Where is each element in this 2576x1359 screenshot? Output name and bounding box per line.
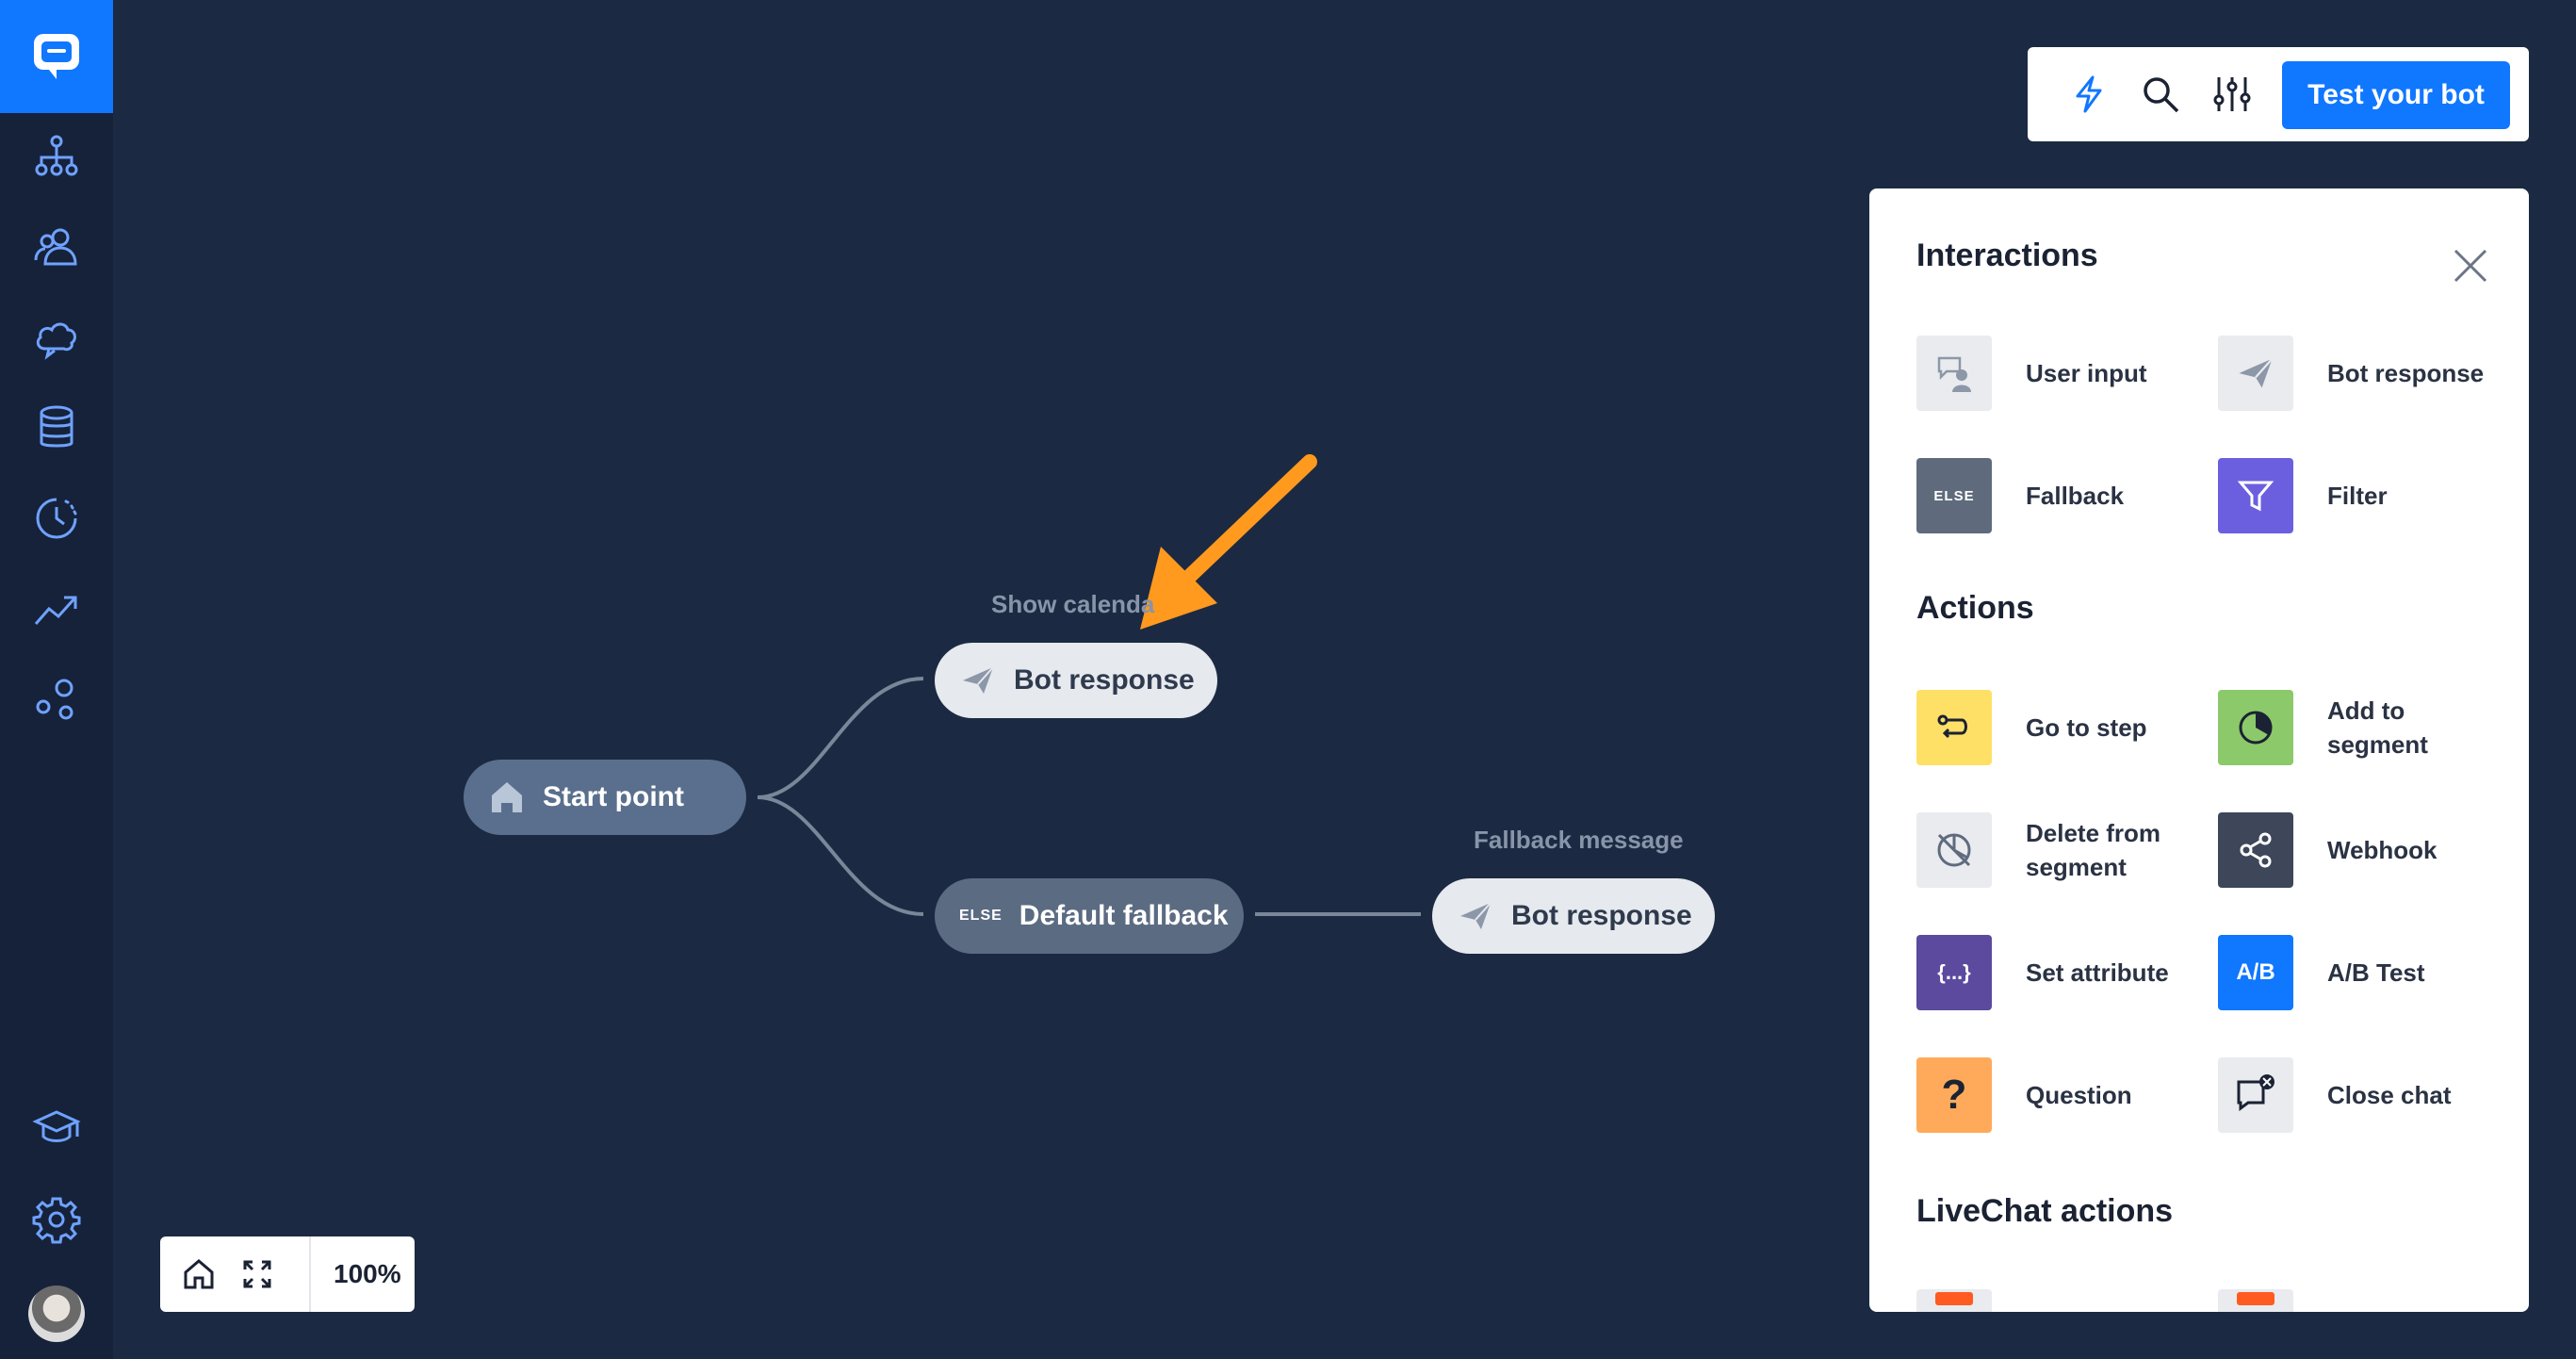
livechat-action-icon [2218, 1289, 2293, 1312]
search-icon[interactable] [2137, 71, 2184, 118]
question-icon: ? [1916, 1057, 1992, 1133]
fit-screen-icon[interactable] [228, 1236, 286, 1312]
fallback-item[interactable]: ELSE Fallback [1916, 458, 2205, 533]
set-attribute-item[interactable]: {...} Set attribute [1916, 935, 2205, 1010]
chatbot-logo[interactable] [0, 0, 113, 113]
zoom-divider [309, 1236, 311, 1312]
paper-plane-icon [1457, 897, 1494, 935]
actions-title: Actions [1916, 590, 2034, 626]
user-avatar[interactable] [28, 1285, 85, 1342]
zoom-controls: 100% [160, 1236, 415, 1312]
go-to-step-icon [1916, 690, 1992, 765]
history-icon[interactable] [28, 490, 85, 547]
start-point-node[interactable]: Start point [464, 760, 746, 835]
share-icon [2218, 812, 2293, 888]
interactions-panel: Interactions User input Bot response ELS… [1869, 188, 2529, 1312]
close-chat-item[interactable]: Close chat [2218, 1057, 2506, 1133]
else-icon: ELSE [959, 908, 1003, 924]
start-point-label: Start point [543, 781, 684, 812]
chat-logo-icon [34, 34, 79, 79]
default-fallback-node[interactable]: ELSE Default fallback [935, 878, 1244, 954]
livechat-action-item[interactable] [1916, 1289, 1992, 1312]
reports-icon[interactable] [28, 581, 85, 637]
test-your-bot-button[interactable]: Test your bot [2282, 61, 2510, 129]
bot-response-caption: Show calenda [991, 590, 1155, 618]
top-toolbar: Test your bot [2028, 47, 2529, 141]
delete-from-segment-item[interactable]: Delete from segment [1916, 812, 2205, 888]
close-chat-icon [2218, 1057, 2293, 1133]
home-icon [488, 778, 526, 816]
bot-response-node[interactable]: Bot response [935, 643, 1217, 718]
go-to-step-item[interactable]: Go to step [1916, 690, 2205, 765]
stories-icon[interactable] [28, 128, 85, 185]
pie-icon [2218, 690, 2293, 765]
database-icon[interactable] [28, 400, 85, 456]
livechat-action-item[interactable] [2218, 1289, 2293, 1312]
home-view-icon[interactable] [170, 1236, 228, 1312]
question-item[interactable]: ? Question [1916, 1057, 2205, 1133]
bot-response-label: Bot response [1014, 664, 1195, 696]
sliders-icon[interactable] [2209, 71, 2256, 118]
paper-plane-icon [959, 662, 997, 699]
audience-icon[interactable] [28, 219, 85, 275]
fallback-bot-response-label: Bot response [1511, 900, 1692, 931]
settings-gear-icon[interactable] [28, 1191, 85, 1248]
lightning-icon[interactable] [2065, 71, 2112, 118]
braces-icon: {...} [1916, 935, 1992, 1010]
paper-plane-icon [2218, 336, 2293, 411]
ab-test-item[interactable]: A/B A/B Test [2218, 935, 2506, 1010]
interactions-title: Interactions [1916, 237, 2098, 273]
filter-icon [2218, 458, 2293, 533]
integrations-icon[interactable] [28, 671, 85, 728]
bot-response-item[interactable]: Bot response [2218, 336, 2506, 411]
webhook-item[interactable]: Webhook [2218, 812, 2506, 888]
fallback-bot-response-node[interactable]: Bot response [1432, 878, 1715, 954]
ab-test-icon: A/B [2218, 935, 2293, 1010]
filter-item[interactable]: Filter [2218, 458, 2506, 533]
default-fallback-label: Default fallback [1019, 900, 1229, 931]
livechat-action-icon [1916, 1289, 1992, 1312]
academy-icon[interactable] [28, 1101, 85, 1157]
user-input-item[interactable]: User input [1916, 336, 2205, 411]
fallback-message-caption: Fallback message [1474, 826, 1684, 854]
sidebar [0, 0, 113, 1359]
training-cloud-icon[interactable] [28, 309, 85, 366]
zoom-level: 100% [334, 1259, 401, 1288]
delete-segment-icon [1916, 812, 1992, 888]
user-input-icon [1916, 336, 1992, 411]
livechat-actions-title: LiveChat actions [1916, 1193, 2174, 1229]
add-to-segment-item[interactable]: Add to segment [2218, 690, 2506, 765]
else-icon: ELSE [1916, 458, 1992, 533]
close-icon[interactable] [2448, 243, 2493, 288]
orange-arrow-icon [1140, 454, 1317, 630]
